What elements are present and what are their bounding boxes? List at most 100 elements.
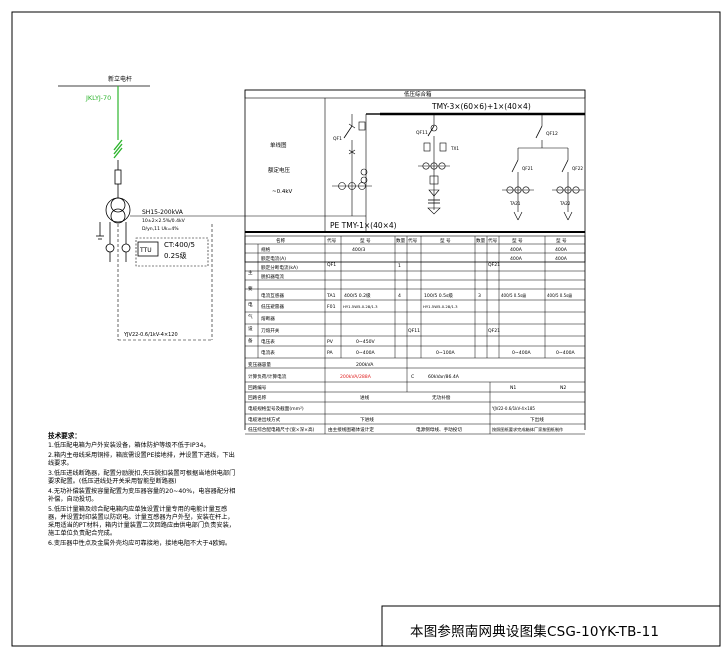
label-tx: TX1 (450, 146, 459, 151)
equipment-table (244, 235, 586, 435)
label-ta-b: TA22 (559, 201, 571, 206)
r10-model-c: 0~400A (556, 350, 576, 356)
b5-v: YJV22-0.6/1kV-4×185 (491, 406, 535, 411)
th-model: 型 号 (360, 237, 371, 244)
label-qf-right-b: QF22 (572, 166, 583, 171)
low-voltage-box (244, 89, 586, 233)
r6-name: 低压避雷器 (261, 303, 284, 310)
r9-name: 电压表 (261, 338, 275, 345)
b6-v2: 下出线 (530, 416, 544, 423)
r6-model: HY1.5W5-0.28/1.3 (343, 304, 378, 309)
title-block-frame (381, 605, 721, 647)
left-text-single-line: 单线图 (270, 141, 287, 149)
b1-value: 200kVA (356, 362, 374, 368)
r5-name: 电流互感器 (261, 292, 284, 299)
amp-400a-1: 400A (510, 247, 523, 253)
qty-4: 4 (398, 293, 401, 299)
qty-1: 1 (398, 263, 401, 269)
b4-v1: 进线 (360, 394, 370, 401)
b7-v2: 电源侧母线、手动投切 (416, 426, 462, 433)
r5-model: 400/5 0.2级 (344, 292, 371, 299)
table-text: 名称 代号 型 号 数量 代号 型 号 数量 代号 型 号 型 号 主 要 电 … (248, 237, 576, 433)
side-label-4: 气 (248, 313, 253, 320)
side-label-2: 要 (248, 286, 253, 292)
r1-name: 规格 (261, 246, 271, 253)
qf-code: QF1 (327, 262, 336, 268)
r6-model-2: HY1.5W5-0.28/1.3 (423, 304, 458, 309)
b1-name: 变压器容量 (248, 361, 271, 368)
pole-feed: 新立电杆 JKLYJ-70 SH15-200kVA 10±2×2.5%/0.4k… (58, 75, 245, 341)
b6-name: 电缆进出线方式 (248, 416, 281, 423)
busbar-pe-label: PE TMY-1×(40×4) (330, 221, 397, 230)
b3-v1: N1 (510, 385, 516, 391)
left-text-voltage-value: ~0.4kV (272, 189, 293, 195)
drawing-border (11, 11, 721, 647)
label-qf-left: QF1 (333, 136, 342, 142)
r4-name: 脱扣器电流 (261, 273, 284, 280)
ct-class: 0.2S级 (164, 251, 187, 260)
transformer-model: SH15-200kVA (142, 209, 184, 216)
side-label-6: 备 (248, 337, 253, 344)
label-qf-right-a: QF21 (522, 166, 533, 171)
b2-name: 计算负荷/计算电流 (248, 373, 287, 380)
b3-name: 回路编号 (248, 384, 267, 391)
note-3: 3.低压进线断路器，配置分励脱扣,失压脱扣装置可根据当地供电部门要求配置。(低压… (48, 469, 236, 486)
r3-name: 额定分断电流(kA) (261, 264, 298, 271)
pa-code: PA (327, 350, 333, 356)
b4-name: 回路名称 (248, 394, 267, 401)
r10-name: 电流表 (261, 349, 275, 356)
qf-code-3b: QF21 (488, 328, 500, 334)
pole-label: 新立电杆 (108, 75, 132, 83)
b2-value: 200kVA/288A (340, 374, 372, 380)
b4-v2: 无功补偿 (432, 394, 451, 401)
r10-model: 0~400A (356, 350, 376, 356)
qty-3: 3 (478, 293, 481, 299)
b2-code: C (411, 374, 414, 380)
left-text-rated-voltage: 额定电压 (268, 166, 291, 174)
note-1: 1.低压配电箱为户外安装设备，箱体防护等级不低于IP34。 (48, 442, 210, 450)
r5-model3-a: 400/5 0.5s级 (501, 292, 526, 298)
r5-code: TA1 (326, 293, 336, 299)
busbar-main-label: TMY-3×(60×6)+1×(40×4) (431, 102, 531, 111)
amp-400a-2: 400A (555, 247, 568, 253)
r5-model2: 100/5 0.5s级 (424, 292, 453, 299)
label-qf-right: QF12 (546, 131, 558, 137)
label-qf-mid: QF11 (416, 130, 428, 136)
technical-notes: 技术要求： 1.低压配电箱为户外安装设备，箱体防护等级不低于IP34。 2.箱内… (48, 432, 238, 550)
ttu-label: TTU (139, 247, 152, 254)
ct-label: CT:400/5 (164, 241, 195, 249)
b7-name: 低压综合配电箱尺寸(宽×深×高) (248, 426, 315, 433)
compensation-branch: QF11 TX1 (416, 114, 459, 215)
incoming-breaker-group: QF1 (332, 114, 372, 216)
qf-code-3: QF21 (488, 262, 500, 268)
box-title: 低压综合箱 (404, 90, 432, 98)
label-ta-a: TA21 (509, 201, 521, 206)
r8-name: 刀熔开关 (261, 327, 280, 334)
b3-v2: N2 (560, 385, 566, 391)
r10-model2: 0~100A (436, 350, 456, 356)
note-6: 6.变压器中性点及金属外壳均应可靠接地，接地电阻不大于4欧姆。 (48, 539, 232, 547)
th-model-3: 型 号 (512, 237, 523, 244)
side-label-1: 主 (248, 269, 253, 276)
r10-model-b: 0~400A (512, 350, 532, 356)
amp-400a-4: 400A (555, 256, 568, 262)
note-4: 4.无功补偿装置按容量配置为变压器容量的20~40%，电容器配分相补偿，自动投切… (48, 487, 236, 503)
qf-code-2: QF11 (408, 328, 420, 334)
th-qty: 数量 (396, 237, 406, 244)
ttu-box (137, 241, 159, 257)
notes-heading: 技术要求： (48, 432, 81, 440)
note-5: 5.低压计量箱及综合配电箱内应单独设置计量专用的电能计量互感器，并设置封印装置以… (48, 505, 235, 538)
th-code-3: 代号 (488, 237, 498, 244)
b7-v1: 由主接线图箱体设计定 (328, 426, 374, 433)
side-label-5: 设 (248, 325, 253, 332)
th-code-2: 代号 (408, 237, 418, 244)
cable-jklyj-label: JKLYJ-70 (85, 94, 111, 102)
th-model-4: 型 号 (556, 237, 567, 244)
transformer-group: D/yn,11 Uk=4% (142, 226, 179, 232)
amp-400a-3: 400A (510, 256, 523, 262)
r6-code: F01 (327, 304, 336, 310)
title-block-text: 本图参照南网典设图集CSG-10YK-TB-11 (410, 624, 660, 640)
cable-lower-label: YJV22-0.6/1kV-4×120 (123, 332, 178, 338)
pv-code: PV (327, 339, 334, 345)
